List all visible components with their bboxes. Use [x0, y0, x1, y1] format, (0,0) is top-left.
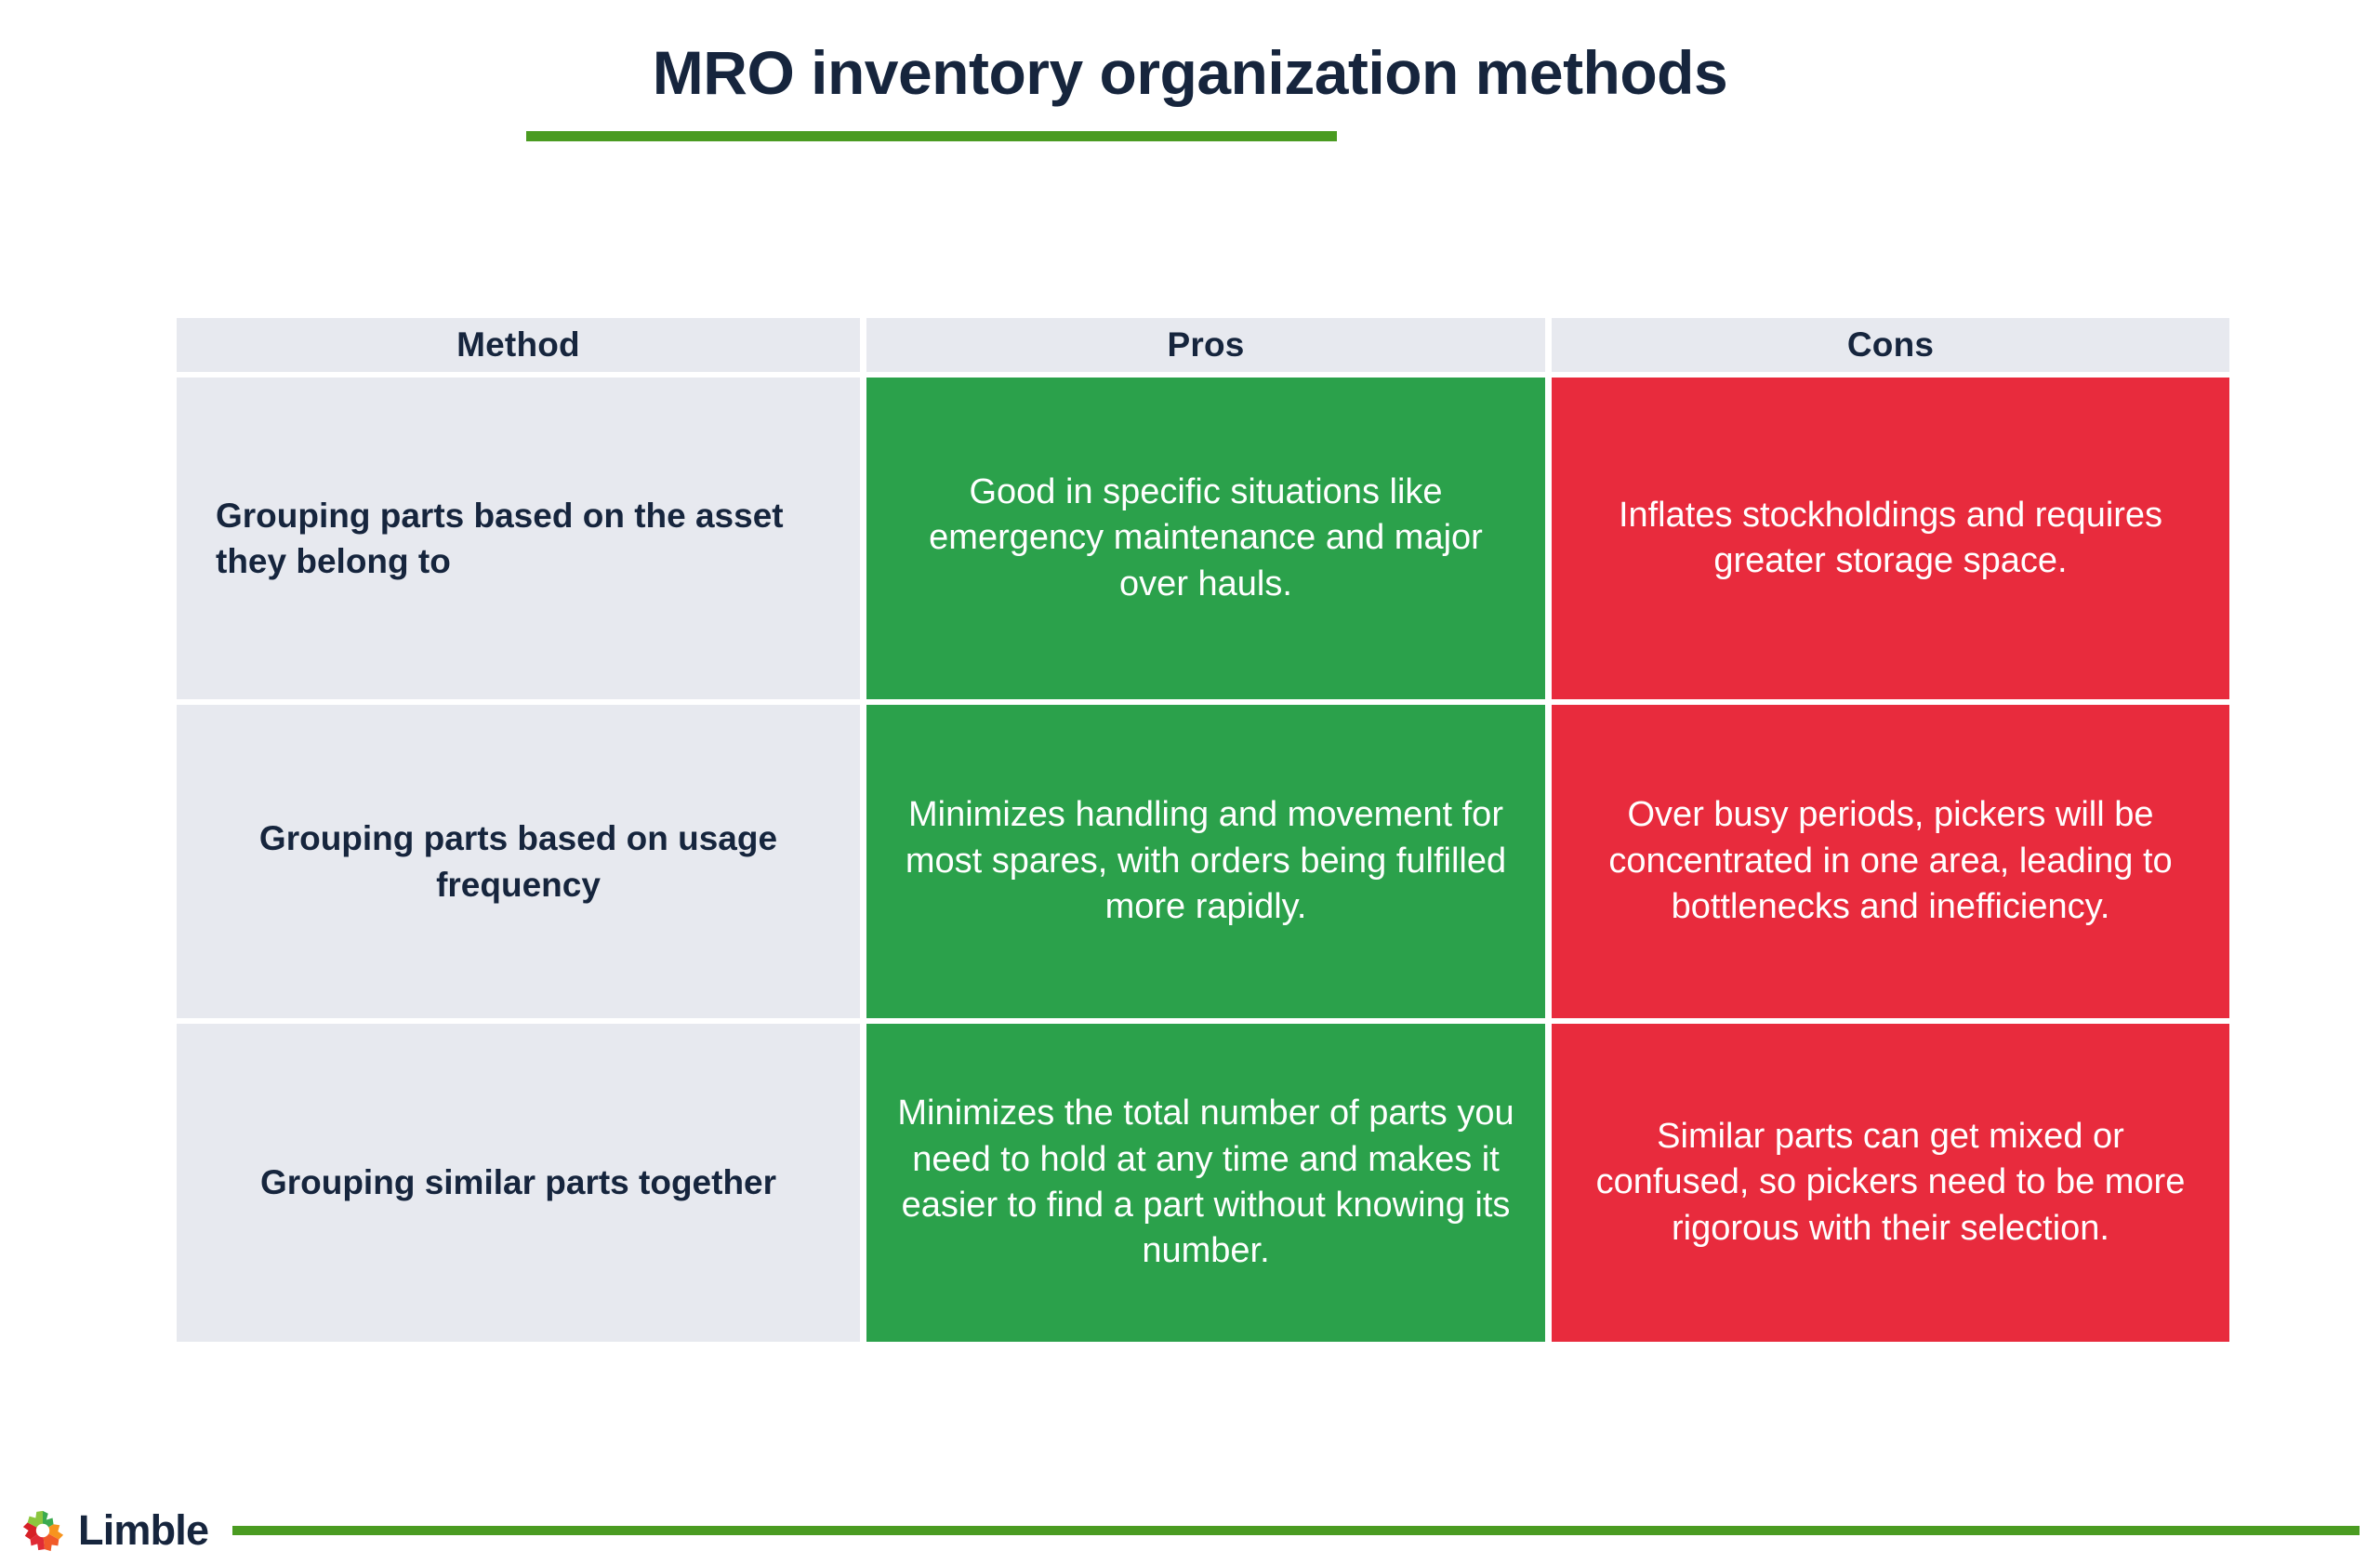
table-row: Grouping parts based on the asset they b… [177, 378, 2229, 699]
pros-cell: Minimizes handling and movement for most… [866, 705, 1545, 1018]
cons-cell: Over busy periods, pickers will be conce… [1552, 705, 2229, 1018]
title-block: MRO inventory organization methods [0, 38, 2380, 107]
column-header-cons: Cons [1552, 318, 2229, 372]
limble-gear-icon [20, 1508, 65, 1553]
column-header-cons-label: Cons [1846, 325, 1935, 364]
table-header-row: Method Pros Cons [177, 318, 2229, 372]
method-cell: Grouping parts based on usage frequency [177, 705, 860, 1018]
column-header-pros: Pros [866, 318, 1545, 372]
mro-methods-table: Method Pros Cons Grouping parts based on… [177, 318, 2229, 1342]
table-row: Grouping parts based on usage frequency … [177, 705, 2229, 1018]
footer: Limble [20, 1504, 2360, 1557]
pros-cell: Good in specific situations like emergen… [866, 378, 1545, 699]
method-cell: Grouping similar parts together [177, 1024, 860, 1342]
footer-accent-rule [232, 1526, 2360, 1535]
cons-cell: Inflates stockholdings and requires grea… [1552, 378, 2229, 699]
pros-cell: Minimizes the total number of parts you … [866, 1024, 1545, 1342]
page-title: MRO inventory organization methods [652, 38, 1728, 107]
method-cell: Grouping parts based on the asset they b… [177, 378, 860, 699]
title-accent-rule [526, 131, 1337, 141]
cons-cell: Similar parts can get mixed or confused,… [1552, 1024, 2229, 1342]
column-header-method-label: Method [456, 325, 580, 364]
table-row: Grouping similar parts together Minimize… [177, 1024, 2229, 1342]
column-header-pros-label: Pros [1167, 325, 1245, 364]
brand-name: Limble [78, 1506, 209, 1554]
column-header-method: Method [177, 318, 860, 372]
